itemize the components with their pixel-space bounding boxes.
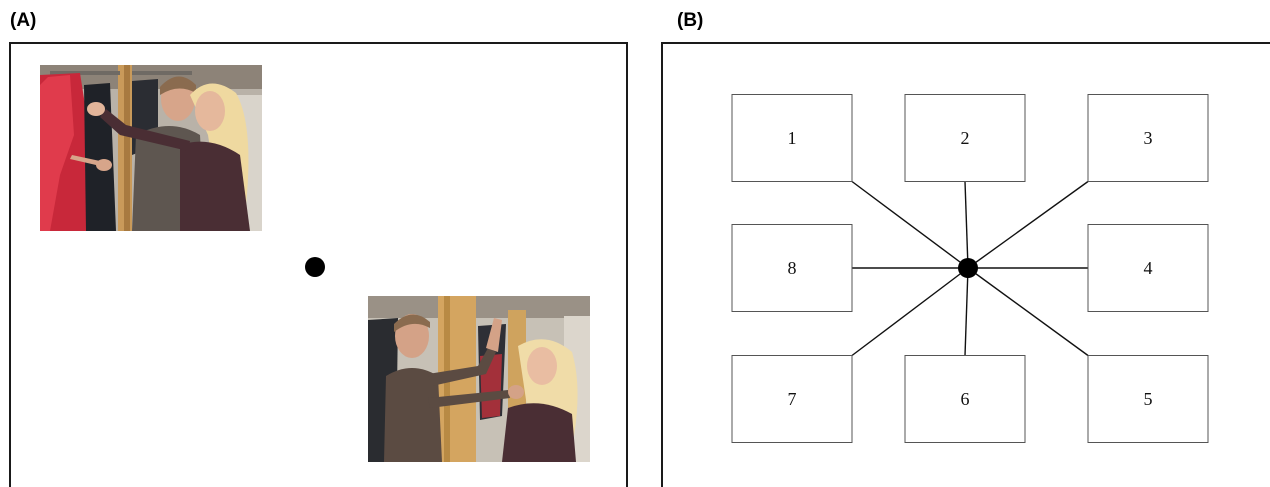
- center-dot: [958, 258, 978, 278]
- position-box-label-3: 3: [1144, 128, 1153, 148]
- spoke-1: [851, 180, 969, 269]
- panel-b-label: (B): [677, 10, 704, 31]
- position-box-7: [731, 355, 853, 443]
- position-box-label-8: 8: [788, 258, 797, 278]
- spoke-7: [851, 267, 969, 357]
- position-box-3: [1087, 94, 1209, 182]
- position-box-label-4: 4: [1144, 258, 1153, 278]
- position-box-4: [1087, 224, 1209, 312]
- position-layout-diagram: 1 2 3 4 5 6 7 8: [731, 94, 1209, 443]
- spoke-2: [964, 181, 969, 269]
- position-box-1: [731, 94, 853, 182]
- position-box-5: [1087, 355, 1209, 443]
- panel-a-label: (A): [10, 10, 37, 31]
- photo-pointing-scene: [40, 65, 262, 231]
- position-box-8: [731, 224, 853, 312]
- panel-b-frame: [661, 42, 1270, 487]
- photo-slapping-scene: [368, 296, 590, 462]
- position-box-label-1: 1: [788, 128, 797, 148]
- spoke-3: [967, 180, 1089, 269]
- fixation-dot: [305, 257, 325, 277]
- position-box-label-5: 5: [1144, 389, 1153, 409]
- position-box-label-7: 7: [788, 389, 797, 409]
- position-box-6: [904, 355, 1026, 443]
- spoke-6: [964, 267, 969, 356]
- panel-a-frame: [9, 42, 628, 487]
- position-box-2: [904, 94, 1026, 182]
- position-box-label-6: 6: [961, 389, 970, 409]
- spoke-5: [967, 267, 1089, 357]
- position-box-label-2: 2: [961, 128, 970, 148]
